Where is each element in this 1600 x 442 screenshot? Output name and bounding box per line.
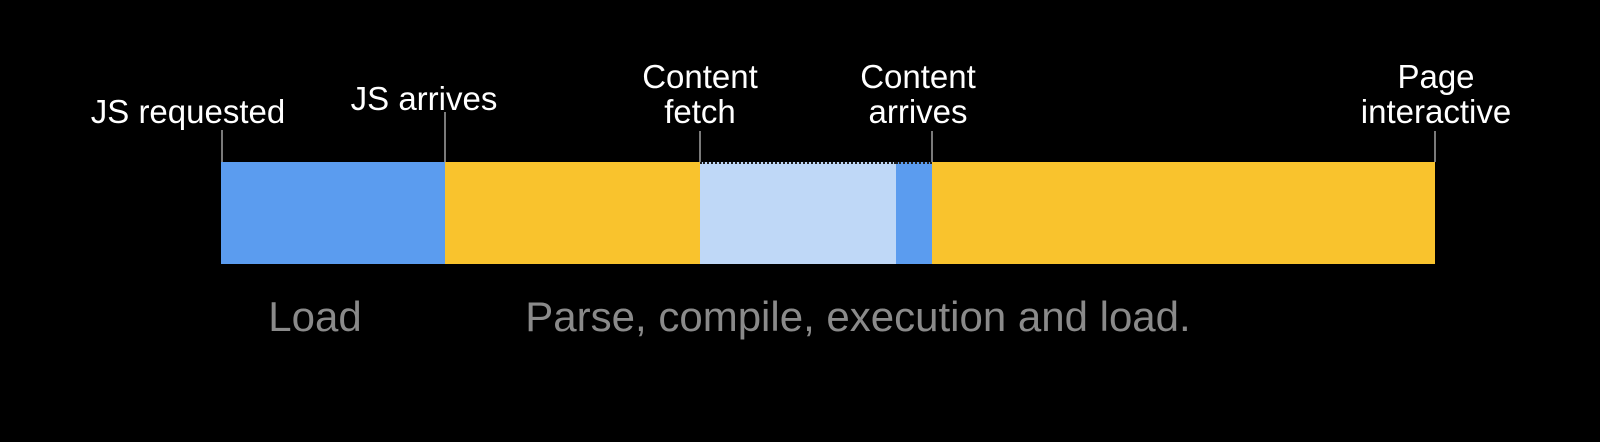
bar-segment-load [221, 162, 445, 264]
bar-segment-content-fetch [700, 162, 896, 264]
bar-segment-parse-compile [445, 162, 700, 264]
milestone-label-line: Content [860, 58, 976, 95]
milestone-label-line: arrives [868, 93, 968, 130]
timeline-bar [221, 162, 1435, 264]
milestone-label-line: Content [642, 58, 758, 95]
milestone-label-line: Page [1397, 58, 1475, 95]
milestone-label-line: interactive [1360, 93, 1512, 130]
milestone-label-js-arrives: JS arrives [351, 81, 498, 116]
phase-label-load: Load [268, 293, 362, 340]
milestone-tick-page-interactive [1434, 131, 1436, 162]
milestone-label-js-requested: JS requested [91, 94, 285, 129]
milestone-tick-content-arrives [931, 131, 933, 162]
bar-segment-content-arrives-marker [896, 162, 932, 264]
bar-segment-execution-and-load [932, 162, 1435, 264]
milestone-tick-content-fetch [699, 131, 701, 162]
milestone-tick-js-arrives [444, 112, 446, 162]
milestone-label-line: fetch [664, 93, 736, 130]
phase-label-parse-compile-execution-load: Parse, compile, execution and load. [525, 293, 1191, 340]
milestone-label-line: JS arrives [350, 80, 498, 117]
milestone-tick-js-requested [221, 130, 223, 162]
milestone-label-line: JS requested [90, 93, 286, 130]
